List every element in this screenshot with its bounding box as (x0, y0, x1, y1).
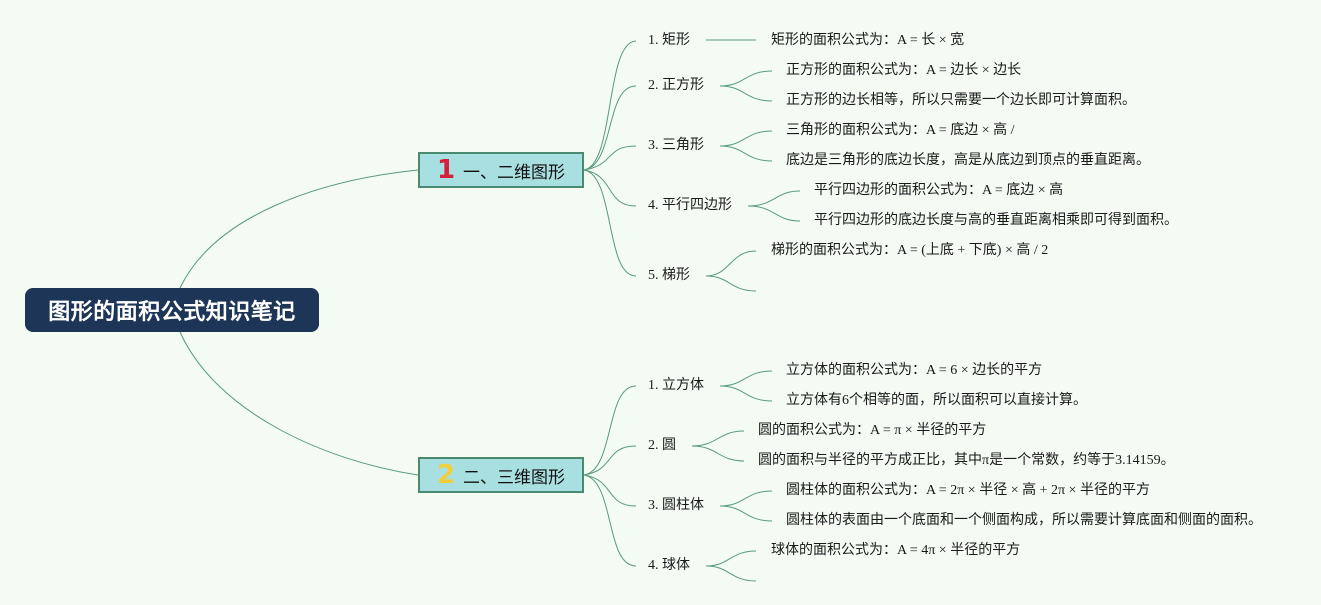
connector-circle-leaf1 (691, 430, 745, 447)
connector-root-branch1 (179, 169, 419, 289)
connector-b1-t1 (583, 40, 637, 171)
topic-cube[interactable]: 1. 立方体 (648, 378, 704, 393)
topic-cylinder[interactable]: 3. 圆柱体 (648, 498, 704, 513)
connector-b1-t3 (583, 145, 637, 171)
connector-b2-t1 (583, 385, 637, 476)
connector-cube-leaf1 (719, 370, 773, 387)
leaf-cylinder-note[interactable]: 圆柱体的表面由一个底面和一个侧面构成，所以需要计算底面和侧面的面积。 (786, 513, 1262, 528)
branch-label: 一、二维图形 (463, 162, 566, 183)
connector-cube-leaf2 (719, 385, 773, 402)
root-title: 图形的面积公式知识笔记 (48, 300, 296, 325)
leaf-circle-formula[interactable]: 圆的面积公式为：A = π × 半径的平方 (758, 423, 987, 438)
leaf-rectangle-formula[interactable]: 矩形的面积公式为：A = 长 × 宽 (771, 33, 965, 48)
leaf-circle-note[interactable]: 圆的面积与半径的平方成正比，其中π是一个常数，约等于3.14159。 (758, 453, 1175, 468)
connector-para-leaf1 (747, 190, 801, 207)
connector-b1-t2 (583, 85, 637, 171)
connector-b1-t5 (583, 169, 637, 277)
connector-circle-leaf2 (691, 445, 745, 462)
leaf-parallelogram-formula[interactable]: 平行四边形的面积公式为：A = 底边 × 高 (814, 183, 1064, 198)
connector-b2-t3 (583, 474, 637, 507)
leaf-cube-note[interactable]: 立方体有6个相等的面，所以面积可以直接计算。 (786, 393, 1087, 408)
connector-trap-leaf2 (705, 275, 757, 292)
connector-triangle-leaf1 (719, 130, 773, 147)
topic-rectangle[interactable]: 1. 矩形 (648, 33, 690, 48)
leaf-square-note[interactable]: 正方形的边长相等，所以只需要一个边长即可计算面积。 (786, 93, 1136, 108)
branch-node-2d[interactable]: 1 一、二维图形 (418, 152, 584, 188)
connector-triangle-leaf2 (719, 145, 773, 162)
connector-square-leaf2 (719, 85, 773, 102)
topic-trapezoid[interactable]: 5. 梯形 (648, 268, 690, 283)
connector-sphere-leaf2 (705, 565, 757, 582)
branch-number-badge: 2 (436, 460, 456, 490)
leaf-cylinder-formula[interactable]: 圆柱体的面积公式为：A = 2π × 半径 × 高 + 2π × 半径的平方 (786, 483, 1150, 498)
topic-sphere[interactable]: 4. 球体 (648, 558, 690, 573)
connector-cyl-leaf2 (719, 505, 773, 522)
leaf-triangle-formula[interactable]: 三角形的面积公式为：A = 底边 × 高 / (786, 123, 1015, 138)
topic-triangle[interactable]: 3. 三角形 (648, 138, 704, 153)
topic-square[interactable]: 2. 正方形 (648, 78, 704, 93)
branch-number-badge: 1 (436, 155, 456, 185)
leaf-parallelogram-note[interactable]: 平行四边形的底边长度与高的垂直距离相乘即可得到面积。 (814, 213, 1178, 228)
leaf-trapezoid-formula[interactable]: 梯形的面积公式为：A = (上底 + 下底) × 高 / 2 (771, 243, 1049, 258)
connector-square-leaf1 (719, 70, 773, 87)
branch-label: 二、三维图形 (463, 467, 566, 488)
connector-trap-leaf1 (705, 250, 757, 277)
branch-node-3d[interactable]: 2 二、三维图形 (418, 457, 584, 493)
leaf-triangle-note[interactable]: 底边是三角形的底边长度，高是从底边到顶点的垂直距离。 (786, 153, 1150, 168)
connector-root-branch2 (179, 331, 419, 476)
connector-b2-t2 (583, 445, 637, 476)
connector-b1-t4 (583, 169, 637, 207)
connector-cyl-leaf1 (719, 490, 773, 507)
leaf-sphere-formula[interactable]: 球体的面积公式为：A = 4π × 半径的平方 (771, 543, 1021, 558)
leaf-square-formula[interactable]: 正方形的面积公式为：A = 边长 × 边长 (786, 63, 1022, 78)
topic-parallelogram[interactable]: 4. 平行四边形 (648, 198, 732, 213)
connector-para-leaf2 (747, 205, 801, 222)
connector-b2-t4 (583, 474, 637, 567)
root-node[interactable]: 图形的面积公式知识笔记 (25, 288, 319, 332)
leaf-cube-formula[interactable]: 立方体的面积公式为：A = 6 × 边长的平方 (786, 363, 1043, 378)
connector-sphere-leaf1 (705, 550, 757, 567)
topic-circle[interactable]: 2. 圆 (648, 438, 676, 453)
